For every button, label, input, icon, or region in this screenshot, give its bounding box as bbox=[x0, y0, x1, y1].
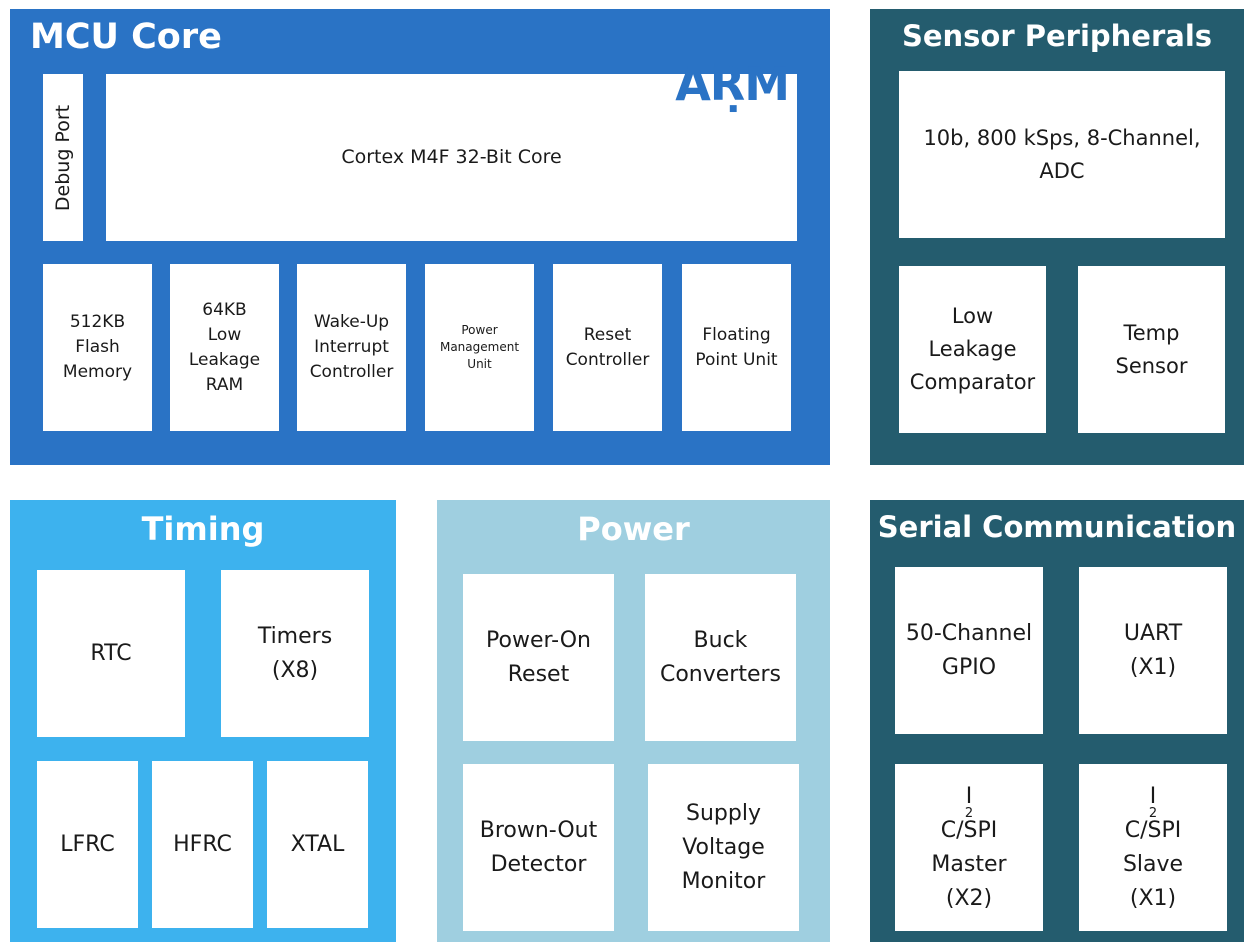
power-panel: Power Power-On Reset Buck Converters Bro… bbox=[437, 500, 830, 942]
debug-port-label: Debug Port bbox=[52, 104, 75, 211]
mcu-core-panel: MCU Core Debug Port ARM■ Cortex M4F 32-B… bbox=[10, 9, 830, 465]
cortex-core-label: Cortex M4F 32-Bit Core bbox=[341, 146, 562, 168]
buck-converters-block: Buck Converters bbox=[645, 574, 796, 741]
debug-port: Debug Port bbox=[43, 74, 83, 241]
mcu-core-title: MCU Core bbox=[30, 17, 222, 57]
hfrc-block: HFRC bbox=[152, 761, 253, 928]
supply-voltage-monitor-block: Supply Voltage Monitor bbox=[648, 764, 799, 931]
rtc-block: RTC bbox=[37, 570, 185, 737]
xtal-block: XTAL bbox=[267, 761, 368, 928]
sensor-peripherals-panel: Sensor Peripherals 10b, 800 kSps, 8-Chan… bbox=[870, 9, 1244, 465]
sensor-peripherals-title: Sensor Peripherals bbox=[901, 19, 1213, 53]
ram-block: 64KB Low Leakage RAM bbox=[170, 264, 279, 431]
reset-controller-block: Reset Controller bbox=[553, 264, 662, 431]
timing-panel: Timing RTC Timers (X8) LFRC HFRC XTAL bbox=[10, 500, 396, 942]
i2c-spi-slave-label: Slave (X1) bbox=[1122, 851, 1184, 911]
power-on-reset-block: Power-On Reset bbox=[463, 574, 614, 741]
timers-block: Timers (X8) bbox=[221, 570, 369, 737]
adc-block: 10b, 800 kSps, 8-Channel, ADC bbox=[899, 71, 1225, 238]
serial-communication-panel: Serial Communication 50-Channel GPIO UAR… bbox=[870, 500, 1244, 942]
arm-logo: ARM■ bbox=[675, 57, 790, 114]
flash-memory-block: 512KB Flash Memory bbox=[43, 264, 152, 431]
gpio-block: 50-Channel GPIO bbox=[895, 567, 1043, 734]
wakeup-interrupt-controller-block: Wake-Up Interrupt Controller bbox=[297, 264, 406, 431]
uart-block: UART (X1) bbox=[1079, 567, 1227, 734]
i2c-spi-master-label: Master (X2) bbox=[931, 851, 1007, 911]
lfrc-block: LFRC bbox=[37, 761, 138, 928]
floating-point-unit-block: Floating Point Unit bbox=[682, 264, 791, 431]
power-management-unit-block: Power Management Unit bbox=[425, 264, 534, 431]
low-leakage-comparator-block: Low Leakage Comparator bbox=[899, 266, 1046, 433]
timing-title: Timing bbox=[141, 510, 265, 548]
temp-sensor-block: Temp Sensor bbox=[1078, 266, 1225, 433]
cortex-core: ARM■ Cortex M4F 32-Bit Core bbox=[106, 57, 797, 241]
serial-communication-title: Serial Communication bbox=[877, 510, 1237, 544]
power-title: Power bbox=[577, 510, 690, 548]
brown-out-detector-block: Brown-Out Detector bbox=[463, 764, 614, 931]
